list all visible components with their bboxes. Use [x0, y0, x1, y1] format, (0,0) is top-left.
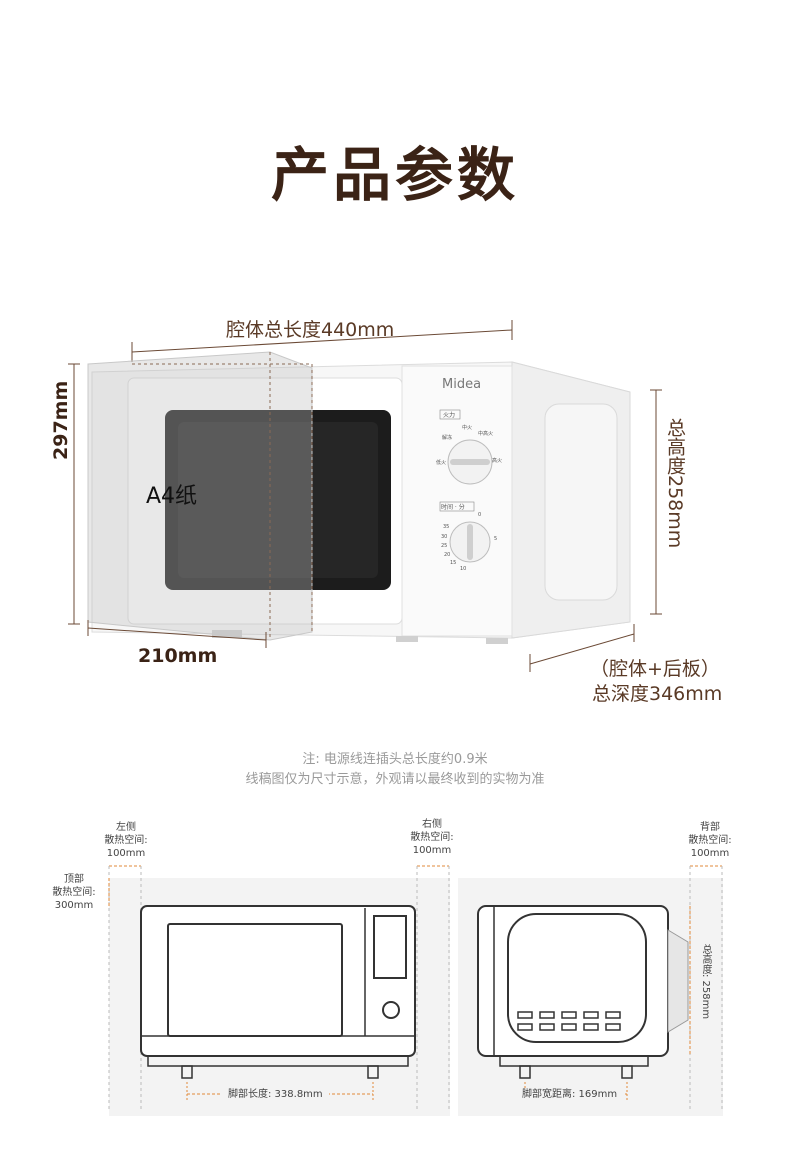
- cavity-length-label: 腔体总长度440mm: [226, 319, 395, 341]
- setting-mid-high: 中高火: [478, 431, 494, 437]
- time-30: 30: [441, 534, 448, 540]
- back-space-label: 背部 散热空间: 100mm: [688, 822, 732, 859]
- setting-high: 高火: [492, 458, 503, 464]
- total-height-label: 总高度258mm: [664, 418, 686, 549]
- time-10: 10: [460, 566, 467, 572]
- time-5: 5: [494, 536, 498, 542]
- top-space-label: 顶部 散热空间: 300mm: [52, 874, 96, 911]
- setting-defrost: 解冻: [442, 435, 453, 441]
- power-label: 火力: [443, 412, 456, 419]
- depth-label-line1: （腔体+后板）: [590, 658, 720, 680]
- note-disclaimer: 线稿图仅为尺寸示意，外观请以最终收到的实物为准: [245, 772, 545, 787]
- side-total-height-label: 总高度: 258mm: [700, 944, 711, 1020]
- left-space-label: 左侧 散热空间: 100mm: [104, 822, 148, 859]
- page-title: 产品参数: [270, 141, 519, 209]
- product-illustration: [68, 320, 662, 672]
- time-35: 35: [443, 524, 450, 530]
- right-space-label: 右侧 散热空间: 100mm: [410, 819, 454, 856]
- timer-label: 时间 · 分: [441, 504, 465, 511]
- foot-length-label: 脚部长度: 338.8mm: [222, 1088, 329, 1101]
- time-25: 25: [441, 543, 448, 549]
- a4-paper-label: A4纸: [146, 484, 198, 509]
- time-0: 0: [478, 512, 482, 518]
- foot-width-label: 脚部宽距离: 169mm: [516, 1088, 624, 1101]
- setting-mid: 中火: [462, 425, 473, 431]
- a4-width-label: 210mm: [138, 645, 218, 667]
- setting-low: 低火: [436, 460, 447, 466]
- note-power-cord: 注: 电源线连插头总长度约0.9米: [302, 752, 488, 767]
- time-20: 20: [444, 552, 451, 558]
- brand-logo: Midea: [442, 377, 482, 392]
- time-15: 15: [450, 560, 457, 566]
- depth-label-line2: 总深度346mm: [592, 683, 723, 705]
